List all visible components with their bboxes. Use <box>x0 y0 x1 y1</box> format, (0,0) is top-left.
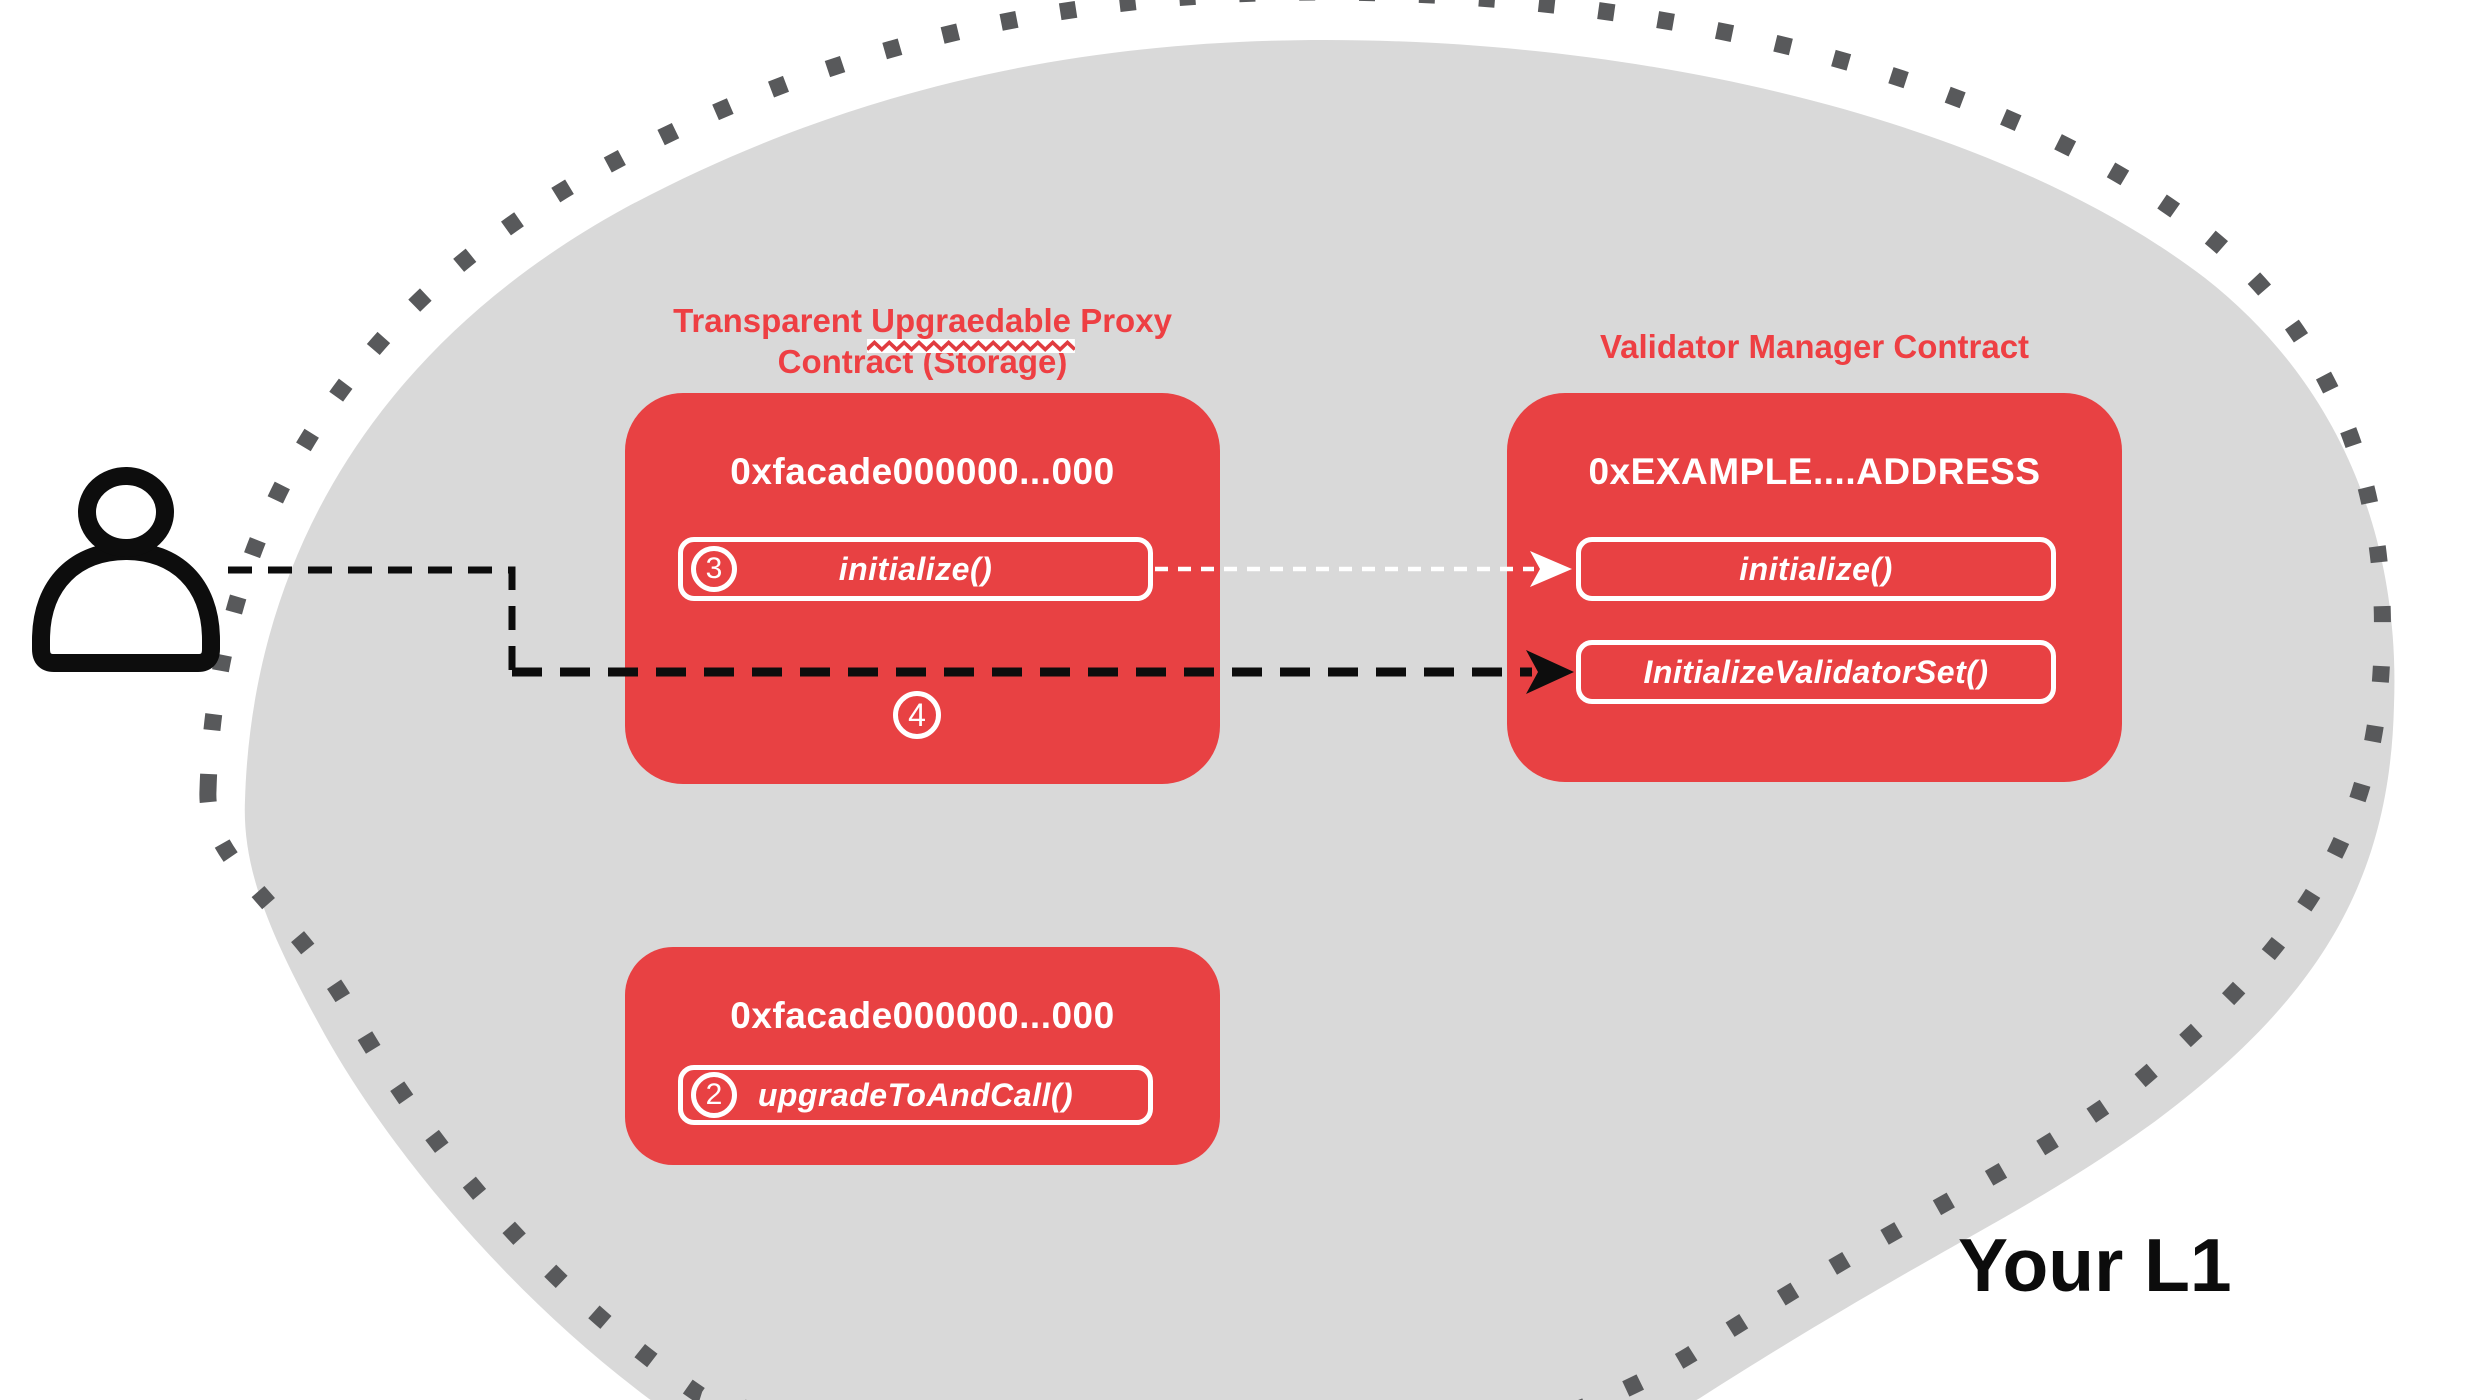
step-4-badge: 4 <box>893 691 941 739</box>
admin-upgradetoandcall-label: upgradeToAndCall() <box>757 1076 1074 1113</box>
validator-contract-box: 0xEXAMPLE....ADDRESS initialize() Initia… <box>1507 393 2122 782</box>
validator-initialize-label: initialize() <box>1739 550 1893 587</box>
validator-title-text: Validator Manager Contract <box>1599 328 2030 365</box>
spellcheck-squiggle-icon <box>867 339 1076 353</box>
admin-upgradetoandcall-row: 2 upgradeToAndCall() <box>678 1065 1153 1125</box>
validator-initializevalidatorset-label: InitializeValidatorSet() <box>1643 653 1989 690</box>
proxy-contract-box: 0xfacade000000...000 3 initialize() 4 <box>625 393 1220 784</box>
proxy-contract-title-line1: Transparent Upgraedable Proxy <box>625 300 1220 353</box>
admin-contract-box: 0xfacade000000...000 2 upgradeToAndCall(… <box>625 947 1220 1165</box>
proxy-initialize-row: 3 initialize() <box>678 537 1153 601</box>
step-3-badge: 3 <box>691 546 737 592</box>
user-call-dashed-line <box>228 566 516 672</box>
admin-contract-address: 0xfacade000000...000 <box>730 995 1115 1036</box>
validator-initializevalidatorset-row: InitializeValidatorSet() <box>1576 640 2056 704</box>
step-2-number: 2 <box>705 1078 723 1111</box>
proxy-contract-address: 0xfacade000000...000 <box>730 451 1115 492</box>
proxy-contract-title: Transparent Upgraedable Proxy Contract (… <box>625 300 1220 382</box>
step-3-number: 3 <box>705 552 723 585</box>
validator-contract-title: Validator Manager Contract <box>1507 326 2122 367</box>
proxy-title-prefix: Transparent <box>673 302 872 339</box>
misspelled-word-wrap: Upgraedable <box>867 300 1076 353</box>
proxy-title-suffix: Proxy <box>1071 302 1172 339</box>
step-4-number: 4 <box>908 696 926 733</box>
proxy-initialize-label: initialize() <box>838 550 993 587</box>
validator-initialize-row: initialize() <box>1576 537 2056 601</box>
step-2-badge: 2 <box>691 1072 737 1118</box>
person-icon <box>32 467 220 672</box>
validator-contract-address: 0xEXAMPLE....ADDRESS <box>1588 451 2041 492</box>
your-l1-label: Your L1 <box>1958 1223 2232 1307</box>
misspelled-word: Upgraedable <box>871 302 1072 339</box>
